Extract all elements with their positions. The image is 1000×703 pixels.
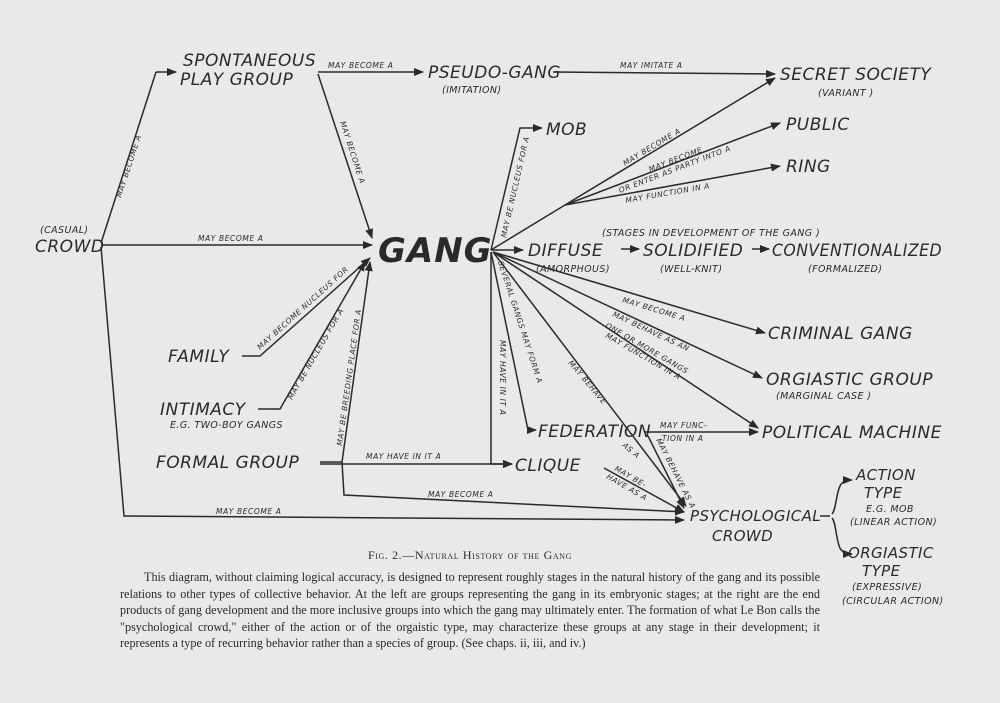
edge-labels: MAY BECOME A MAY BECOME A MAY BECOME A M… (114, 61, 732, 516)
line-gang-mob (490, 124, 543, 251)
orgiastic-node: ORGIASTIC (848, 544, 934, 562)
clique-node: CLIQUE (515, 456, 581, 476)
line-clique-psych (603, 467, 685, 513)
intimacy-node: INTIMACY (160, 400, 247, 420)
action-example: E.G. MOB (866, 504, 914, 515)
brace-upper (831, 476, 853, 515)
secret-society-node: SECRET SOCIETY (780, 65, 932, 85)
line-pseudo-secret (552, 69, 776, 78)
pseudo-gang-qualifier: (IMITATION) (442, 85, 502, 96)
line-formal-psych (341, 461, 685, 516)
political-machine-node: POLITICAL MACHINE (762, 423, 942, 443)
edge-label-crowd-psych: MAY BECOME A (216, 507, 282, 516)
edge-label-func-2: TION IN A (662, 434, 703, 443)
line-gang-federation (490, 251, 537, 434)
edge-label-crowd-spont: MAY BECOME A (114, 134, 143, 199)
edge-label-formal-psych: MAY BECOME A (428, 490, 494, 499)
figure-caption: Fig. 2.—Natural History of the Gang This… (120, 548, 820, 652)
stages-note: (STAGES IN DEVELOPMENT OF THE GANG ) (602, 228, 820, 239)
edge-label-func-1: MAY FUNC- (660, 421, 707, 430)
edge-label-crowd-gang: MAY BECOME A (198, 234, 264, 243)
crowd-qualifier: (CASUAL) (40, 225, 89, 236)
action-type-node: TYPE (864, 484, 903, 502)
crowd-node: CROWD (35, 237, 104, 257)
orgiastic-group-node: ORGIASTIC GROUP (766, 370, 933, 390)
orgiastic-type-node: TYPE (862, 562, 901, 580)
edge-label-have-in-it: MAY HAVE IN IT A (498, 340, 507, 415)
solidified-node: SOLIDIFIED (643, 241, 743, 261)
connector-lines (100, 68, 853, 558)
edge-label-spont-pseudo: MAY BECOME A (328, 61, 394, 70)
criminal-gang-node: CRIMINAL GANG (768, 324, 913, 344)
edge-label-spont-gang: MAY BECOME A (338, 120, 367, 185)
line-gang-clique (490, 252, 513, 468)
line-family-gang (242, 257, 371, 357)
mob-node: MOB (546, 120, 587, 140)
gang-node: GANG (378, 231, 493, 271)
action-node: ACTION (855, 466, 916, 484)
spontaneous-node: SPONTANEOUS (183, 51, 316, 71)
secret-society-qualifier: (VARIANT ) (818, 88, 874, 99)
caption-body: This diagram, without claiming logical a… (120, 570, 820, 650)
psychological-node: PSYCHOLOGICAL (690, 507, 821, 525)
solidified-qualifier: (WELL-KNIT) (660, 264, 722, 275)
edge-label-pseudo-secret: MAY IMITATE A (620, 61, 683, 70)
line-fan-public (564, 122, 781, 206)
line-gang-psych (492, 251, 687, 507)
caption-title: Fig. 2.—Natural History of the Gang (367, 548, 573, 562)
line-gang-orgiastic (492, 251, 763, 379)
psychological-crowd-node: CROWD (712, 527, 773, 545)
edge-label-may-behave: MAY BEHAVE (566, 359, 608, 407)
node-labels: (CASUAL) CROWD SPONTANEOUS PLAY GROUP PS… (35, 51, 944, 607)
intimacy-qualifier: E.G. TWO-BOY GANGS (170, 420, 283, 431)
formal-group-node: FORMAL GROUP (156, 453, 299, 473)
line-intimacy-gang (258, 261, 366, 410)
line-gang-political (492, 251, 759, 429)
circular-qualifier: (CIRCULAR ACTION) (842, 596, 944, 607)
play-group-node: PLAY GROUP (180, 70, 293, 90)
pseudo-gang-node: PSEUDO-GANG (428, 63, 561, 83)
brace-lower (831, 517, 853, 558)
diffuse-qualifier: (AMORPHOUS) (536, 264, 610, 275)
family-node: FAMILY (168, 347, 230, 367)
edge-label-formal-clique: MAY HAVE IN IT A (366, 452, 441, 461)
line-gang-criminal (492, 251, 766, 335)
orgiastic-qualifier: (EXPRESSIVE) (852, 582, 922, 593)
diffuse-node: DIFFUSE (528, 241, 603, 261)
conventionalized-qualifier: (FORMALIZED) (808, 264, 882, 275)
line-crowd-spont (100, 71, 157, 244)
line-federation-psych (647, 435, 685, 509)
edge-label-formal-gang: MAY BE BREEDING PLACE FOR A (335, 309, 363, 447)
action-qualifier: (LINEAR ACTION) (850, 517, 937, 528)
line-gang-fan (490, 204, 566, 251)
line-crowd-psych (100, 246, 685, 524)
federation-node: FEDERATION (538, 422, 651, 442)
line-spont-gang (317, 73, 373, 239)
ring-node: RING (786, 157, 831, 177)
line-fan-ring (564, 163, 781, 206)
line-fan-secret (564, 77, 776, 206)
conventionalized-node: CONVENTIONALIZED (772, 241, 942, 261)
orgiastic-group-qualifier: (MARGINAL CASE ) (776, 391, 871, 402)
public-node: PUBLIC (786, 115, 850, 135)
